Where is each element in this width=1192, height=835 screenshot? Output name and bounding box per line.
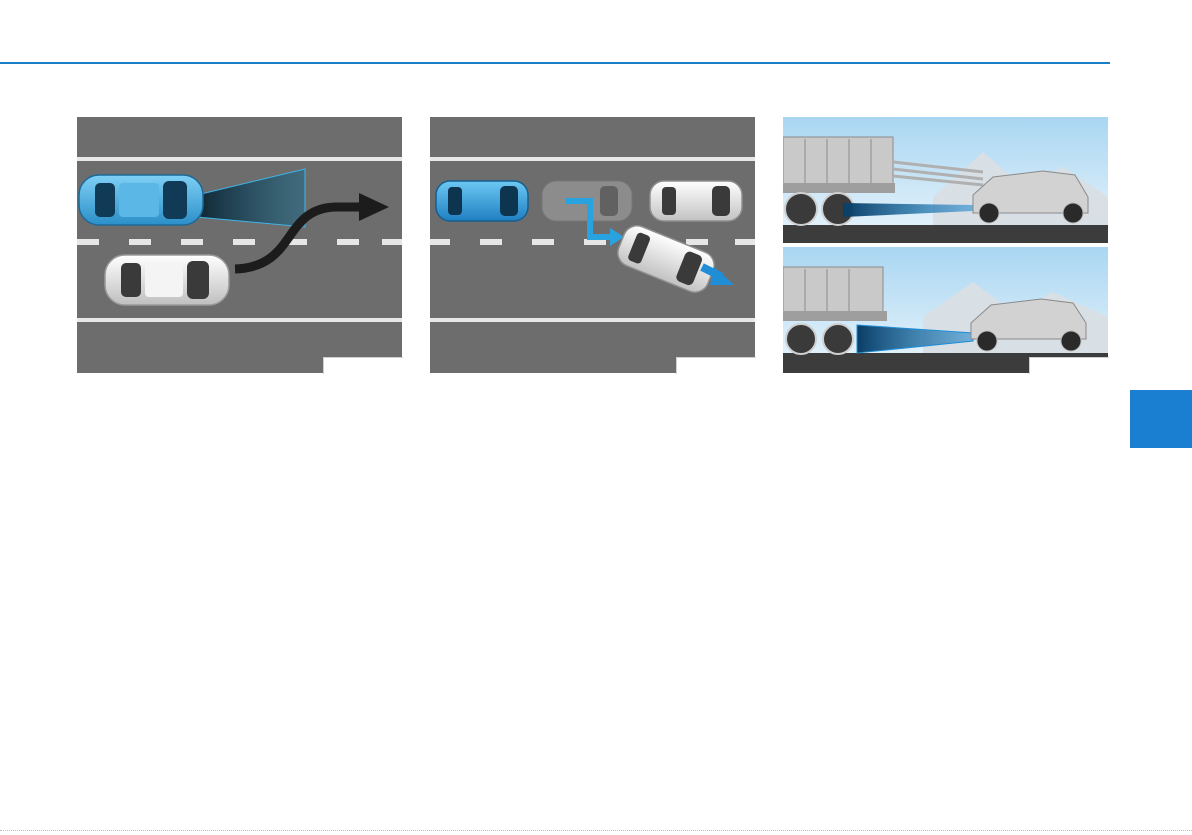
- chapter-tab: [1130, 390, 1192, 448]
- figure-label-box: [676, 357, 756, 374]
- header-rule: [0, 62, 1110, 64]
- illustration-truck-detection: [783, 117, 1108, 373]
- figure-label-box: [1029, 357, 1109, 374]
- illustration-lane-change: [430, 117, 755, 373]
- bottom-dotted-rule: [0, 830, 1192, 831]
- illustration-cut-in: [77, 117, 402, 373]
- figure-label-box: [323, 357, 403, 374]
